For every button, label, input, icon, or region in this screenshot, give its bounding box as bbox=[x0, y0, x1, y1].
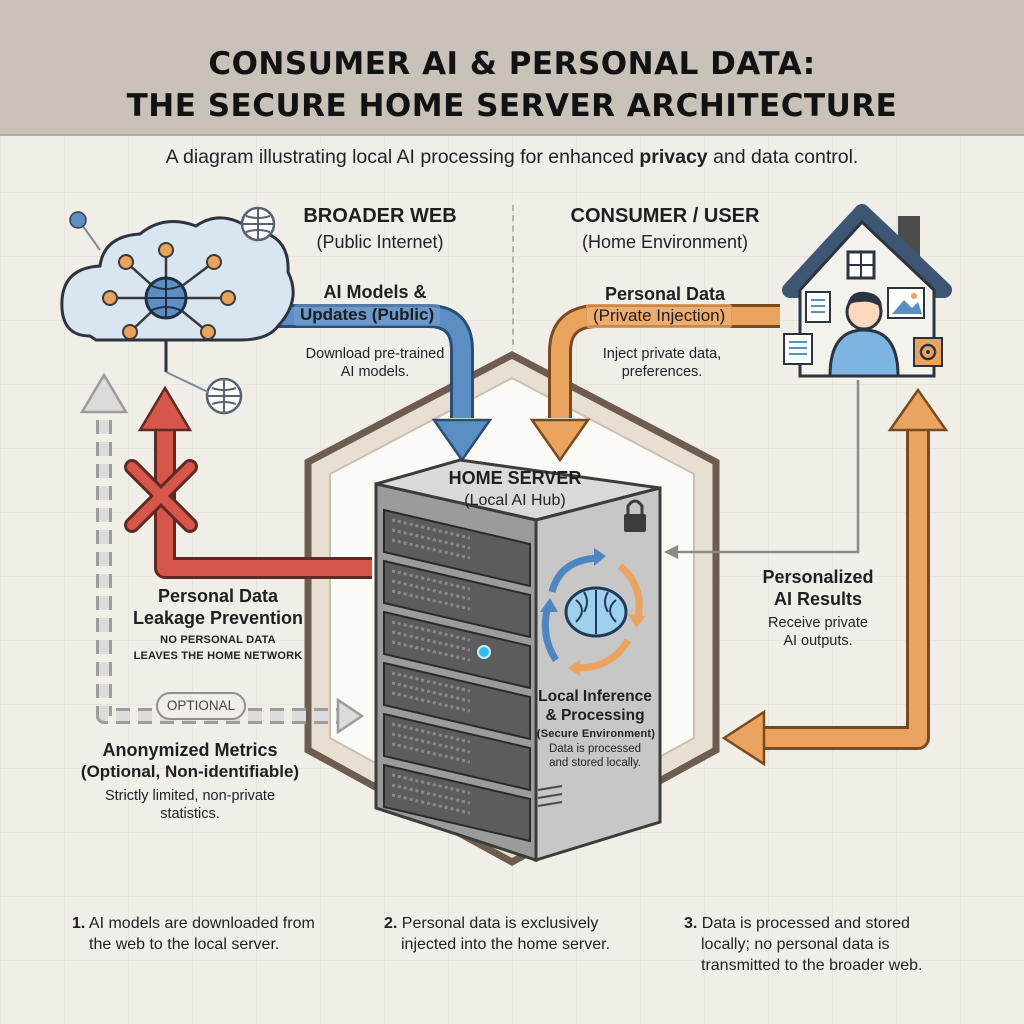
server-unit bbox=[383, 661, 531, 741]
document-icon bbox=[805, 291, 831, 323]
globe-icon bbox=[205, 377, 243, 415]
lock-icon bbox=[624, 499, 646, 532]
subtitle-emphasis: privacy bbox=[639, 146, 708, 168]
x-block-icon bbox=[124, 459, 198, 533]
server-vent bbox=[391, 640, 471, 662]
server-vent bbox=[391, 732, 471, 754]
user-title: CONSUMER / USER bbox=[570, 205, 760, 227]
server-title: HOME SERVER bbox=[448, 468, 582, 488]
results-arrow bbox=[721, 387, 949, 767]
server-unit bbox=[383, 610, 531, 690]
metrics-title-1: Anonymized Metrics bbox=[102, 740, 278, 760]
server-vent bbox=[391, 538, 471, 560]
results-flow-title-1: Personalized bbox=[762, 567, 874, 587]
optional-badge: OPTIONAL bbox=[156, 692, 246, 720]
blocked-leak-arrow bbox=[137, 385, 372, 579]
globe-icon bbox=[144, 276, 188, 320]
process-note-2: and stored locally. bbox=[549, 757, 641, 769]
user-icon bbox=[828, 291, 900, 378]
metrics-desc-1: Strictly limited, non-private bbox=[104, 788, 276, 804]
server-unit bbox=[383, 559, 531, 639]
server-vent bbox=[391, 722, 471, 744]
title-line-1: CONSUMER AI & PERSONAL DATA: bbox=[208, 46, 816, 82]
process-note-1: Data is processed bbox=[548, 743, 642, 755]
metrics-desc-2: statistics. bbox=[160, 806, 220, 822]
server-vent bbox=[391, 691, 471, 713]
footnote-2-number: 2. bbox=[384, 915, 398, 932]
vent-lines bbox=[537, 785, 563, 807]
server-vent bbox=[391, 579, 471, 601]
footnote-3-number: 3. bbox=[684, 915, 698, 932]
server-vent bbox=[391, 773, 471, 795]
metrics-dashed-arrow bbox=[79, 372, 365, 735]
footnote-3: 3. Data is processed and stored locally;… bbox=[684, 914, 1004, 976]
document-icon bbox=[783, 333, 813, 365]
user-subtitle: (Home Environment) bbox=[581, 232, 749, 252]
models-flow-desc-1: Download pre-trained bbox=[305, 346, 445, 362]
server-vent bbox=[391, 742, 471, 764]
network-node-icon bbox=[69, 211, 209, 393]
footnote-2-line-2: injected into the home server. bbox=[401, 935, 611, 953]
server-subtitle: (Local AI Hub) bbox=[464, 492, 566, 509]
leakage-title-1: Personal Data bbox=[157, 586, 279, 606]
results-flow-desc-2: AI outputs. bbox=[783, 633, 853, 649]
footnote-3-line-1: Data is processed and stored bbox=[701, 915, 910, 932]
server-vent bbox=[391, 783, 471, 805]
server-vent bbox=[391, 528, 471, 550]
server-unit bbox=[383, 712, 531, 792]
footnote-3-line-3: transmitted to the broader web. bbox=[701, 956, 923, 974]
globe-icon bbox=[240, 206, 276, 242]
server-vent bbox=[391, 630, 471, 652]
results-connector bbox=[664, 380, 860, 559]
web-title: BROADER WEB bbox=[303, 205, 457, 227]
brain-icon bbox=[564, 586, 628, 638]
cloud-network-icon bbox=[60, 216, 295, 372]
server-unit bbox=[383, 763, 531, 843]
status-led-icon bbox=[477, 645, 491, 659]
personal-flow-desc-2: preferences. bbox=[621, 364, 703, 380]
zone-divider bbox=[512, 205, 514, 345]
web-subtitle: (Public Internet) bbox=[316, 232, 444, 252]
footnote-1-number: 1. bbox=[72, 915, 86, 932]
server-vent bbox=[391, 620, 471, 642]
title-banner bbox=[0, 0, 1024, 136]
leakage-note-2: LEAVES THE HOME NETWORK bbox=[133, 650, 303, 662]
subtitle: A diagram illustrating local AI processi… bbox=[0, 146, 1024, 169]
server-vent bbox=[391, 671, 471, 693]
server-vent bbox=[391, 569, 471, 591]
footnote-1: 1. AI models are downloaded from the web… bbox=[72, 914, 372, 956]
server-vent bbox=[391, 518, 471, 540]
footnote-1-line-2: the web to the local server. bbox=[89, 935, 280, 953]
process-title-1: Local Inference bbox=[538, 688, 652, 705]
process-title-2: & Processing bbox=[545, 707, 645, 724]
process-subtitle: (Secure Environment) bbox=[536, 728, 656, 740]
leakage-title-2: Leakage Prevention bbox=[132, 608, 304, 628]
metrics-title-2: (Optional, Non-identifiable) bbox=[80, 762, 300, 781]
footnote-2: 2. Personal data is exclusively injected… bbox=[384, 914, 674, 956]
footnote-3-line-2: locally; no personal data is bbox=[701, 935, 890, 953]
personal-flow-subtitle: (Private Injection) bbox=[586, 304, 733, 328]
results-flow-title-2: AI Results bbox=[773, 589, 863, 609]
title-line-2: THE SECURE HOME SERVER ARCHITECTURE bbox=[126, 88, 898, 124]
server-vent bbox=[391, 793, 471, 815]
personal-flow-desc-1: Inject private data, bbox=[602, 346, 722, 362]
server-vent bbox=[391, 681, 471, 703]
leakage-note-1: NO PERSONAL DATA bbox=[160, 634, 276, 646]
server-vent bbox=[391, 589, 471, 611]
footnote-1-line-1: AI models are downloaded from bbox=[88, 915, 315, 932]
models-flow-desc-2: AI models. bbox=[340, 364, 410, 380]
image-icon bbox=[887, 287, 925, 319]
models-flow-title: AI Models & bbox=[323, 282, 427, 302]
models-flow-subtitle: Updates (Public) bbox=[294, 304, 441, 326]
subtitle-text-a: A diagram illustrating local AI processi… bbox=[165, 146, 640, 168]
footnote-2-line-1: Personal data is exclusively bbox=[401, 915, 599, 932]
subtitle-text-b: and data control. bbox=[707, 146, 859, 168]
personal-flow-title: Personal Data bbox=[604, 284, 726, 304]
cycle-arrows-icon bbox=[540, 548, 646, 676]
server-unit bbox=[383, 508, 531, 588]
settings-icon bbox=[913, 337, 943, 367]
server-unit-stack bbox=[383, 508, 531, 843]
results-flow-desc-1: Receive private bbox=[768, 615, 868, 631]
